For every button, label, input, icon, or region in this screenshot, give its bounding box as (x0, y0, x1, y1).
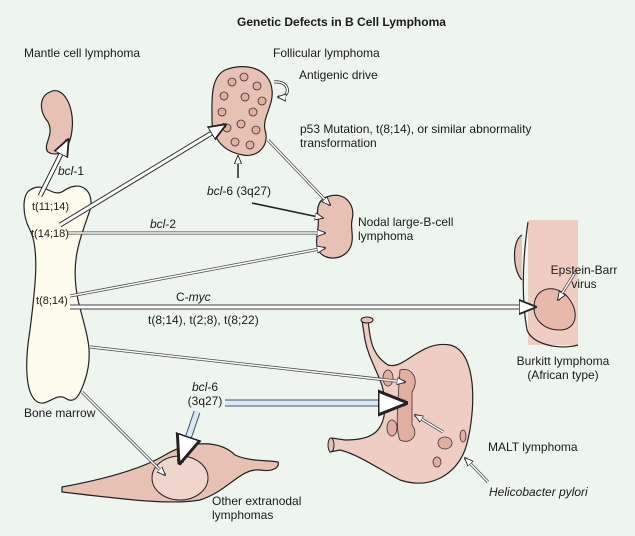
gene-bcl: bcl (207, 184, 223, 198)
burkitt-line2: (African type) (527, 368, 599, 382)
label-bcl6-follicular: bcl-6 (3q27) (207, 184, 271, 198)
bone-marrow-bone (23, 185, 92, 404)
burkitt-line1: Burkitt lymphoma (516, 354, 610, 368)
organism-name: Helicobacter pylori (489, 485, 588, 499)
gene-bcl: bcl (150, 217, 166, 231)
label-nodal-line1: Nodal large-B-cell (358, 215, 454, 229)
gene-bcl: bcl (191, 380, 208, 394)
label-t11-14: t(11;14) (32, 201, 70, 213)
label-burkitt: Burkitt lymphoma(African type) (508, 354, 618, 382)
label-nodal-line2: lymphoma (358, 229, 414, 243)
label-h-pylori: Helicobacter pylori (489, 485, 588, 499)
gene-suffix: -6 (3q27) (222, 184, 272, 198)
gene-suffix: -2 (165, 217, 177, 231)
label-bcl1: bcl-1 (58, 164, 84, 178)
label-bcl6-extranodal: bcl-6(3q27) (180, 380, 230, 408)
label-malt: MALT lymphoma (488, 440, 578, 454)
label-antigenic-drive: Antigenic drive (299, 68, 378, 82)
diagram-title: Genetic Defects in B Cell Lymphoma (237, 15, 446, 29)
label-p53-line2: transformation (300, 136, 377, 150)
gene-bcl: bcl (58, 164, 74, 178)
gene-locus: (3q27) (187, 394, 223, 408)
extranodal-line1: Other extranodal (212, 494, 302, 508)
gene-suffix: -6 (207, 380, 218, 394)
ebv-line2: virus (571, 277, 597, 291)
label-translocations: t(8;14), t(2;8), t(8;22) (148, 313, 259, 327)
label-p53-line1: p53 Mutation, t(8;14), or similar abnorm… (300, 122, 532, 136)
label-t8-14: t(8;14) (36, 295, 68, 307)
ebv-line1: Epstein-Barr (550, 263, 618, 277)
label-cmyc: C-myc (176, 290, 211, 304)
extranodal-line2: lymphomas (212, 508, 274, 522)
label-bcl2: bcl-2 (150, 217, 176, 231)
label-follicular: Follicular lymphoma (273, 46, 380, 60)
pathway-arrows (37, 125, 578, 484)
gene-suffix: -1 (73, 164, 85, 178)
label-bone-marrow: Bone marrow (24, 406, 96, 420)
gene-myc: myc (188, 290, 211, 304)
follicular-lymph-node (211, 66, 289, 157)
label-t14-18: t(14;18) (31, 228, 69, 240)
label-mantle-cell: Mantle cell lymphoma (24, 46, 141, 60)
cmyc-prefix: C- (176, 290, 189, 304)
